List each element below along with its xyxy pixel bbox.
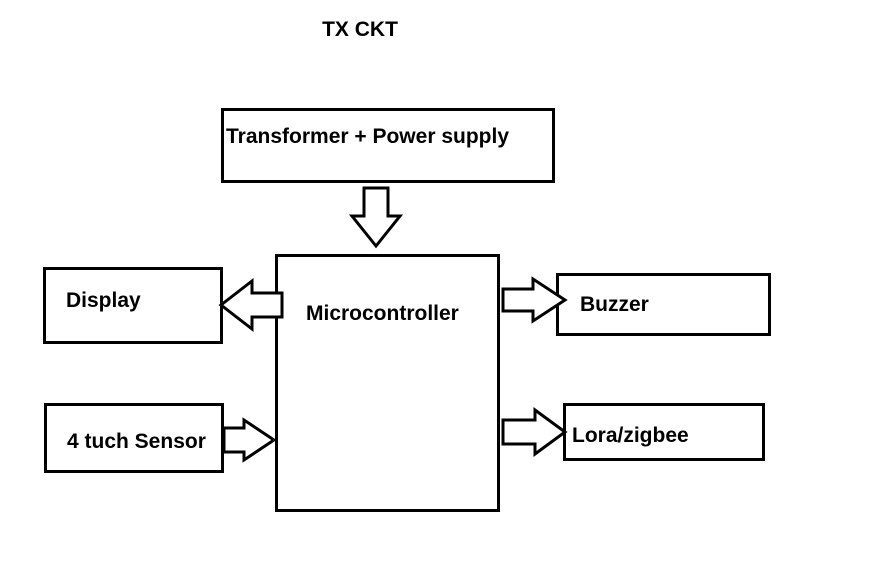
power-supply-block	[221, 108, 555, 183]
display-block	[43, 267, 223, 344]
arrow-mcu-to-display	[218, 277, 284, 333]
arrow-sensor-to-mcu	[222, 417, 277, 463]
lora-zigbee-label: Lora/zigbee	[572, 424, 689, 447]
arrow-power-to-mcu	[348, 186, 404, 249]
arrow-mcu-to-buzzer	[501, 276, 568, 324]
lora-zigbee-block	[563, 403, 765, 461]
buzzer-block	[556, 273, 771, 336]
diagram-title: TX CKT	[322, 18, 398, 41]
display-label: Display	[66, 289, 141, 312]
power-supply-label: Transformer + Power supply	[226, 125, 510, 148]
arrow-mcu-to-lora	[501, 407, 568, 457]
buzzer-label: Buzzer	[580, 293, 649, 316]
microcontroller-label: Microcontroller	[306, 302, 459, 325]
microcontroller-block	[275, 254, 500, 512]
sensor-label: 4 tuch Sensor	[67, 430, 206, 453]
